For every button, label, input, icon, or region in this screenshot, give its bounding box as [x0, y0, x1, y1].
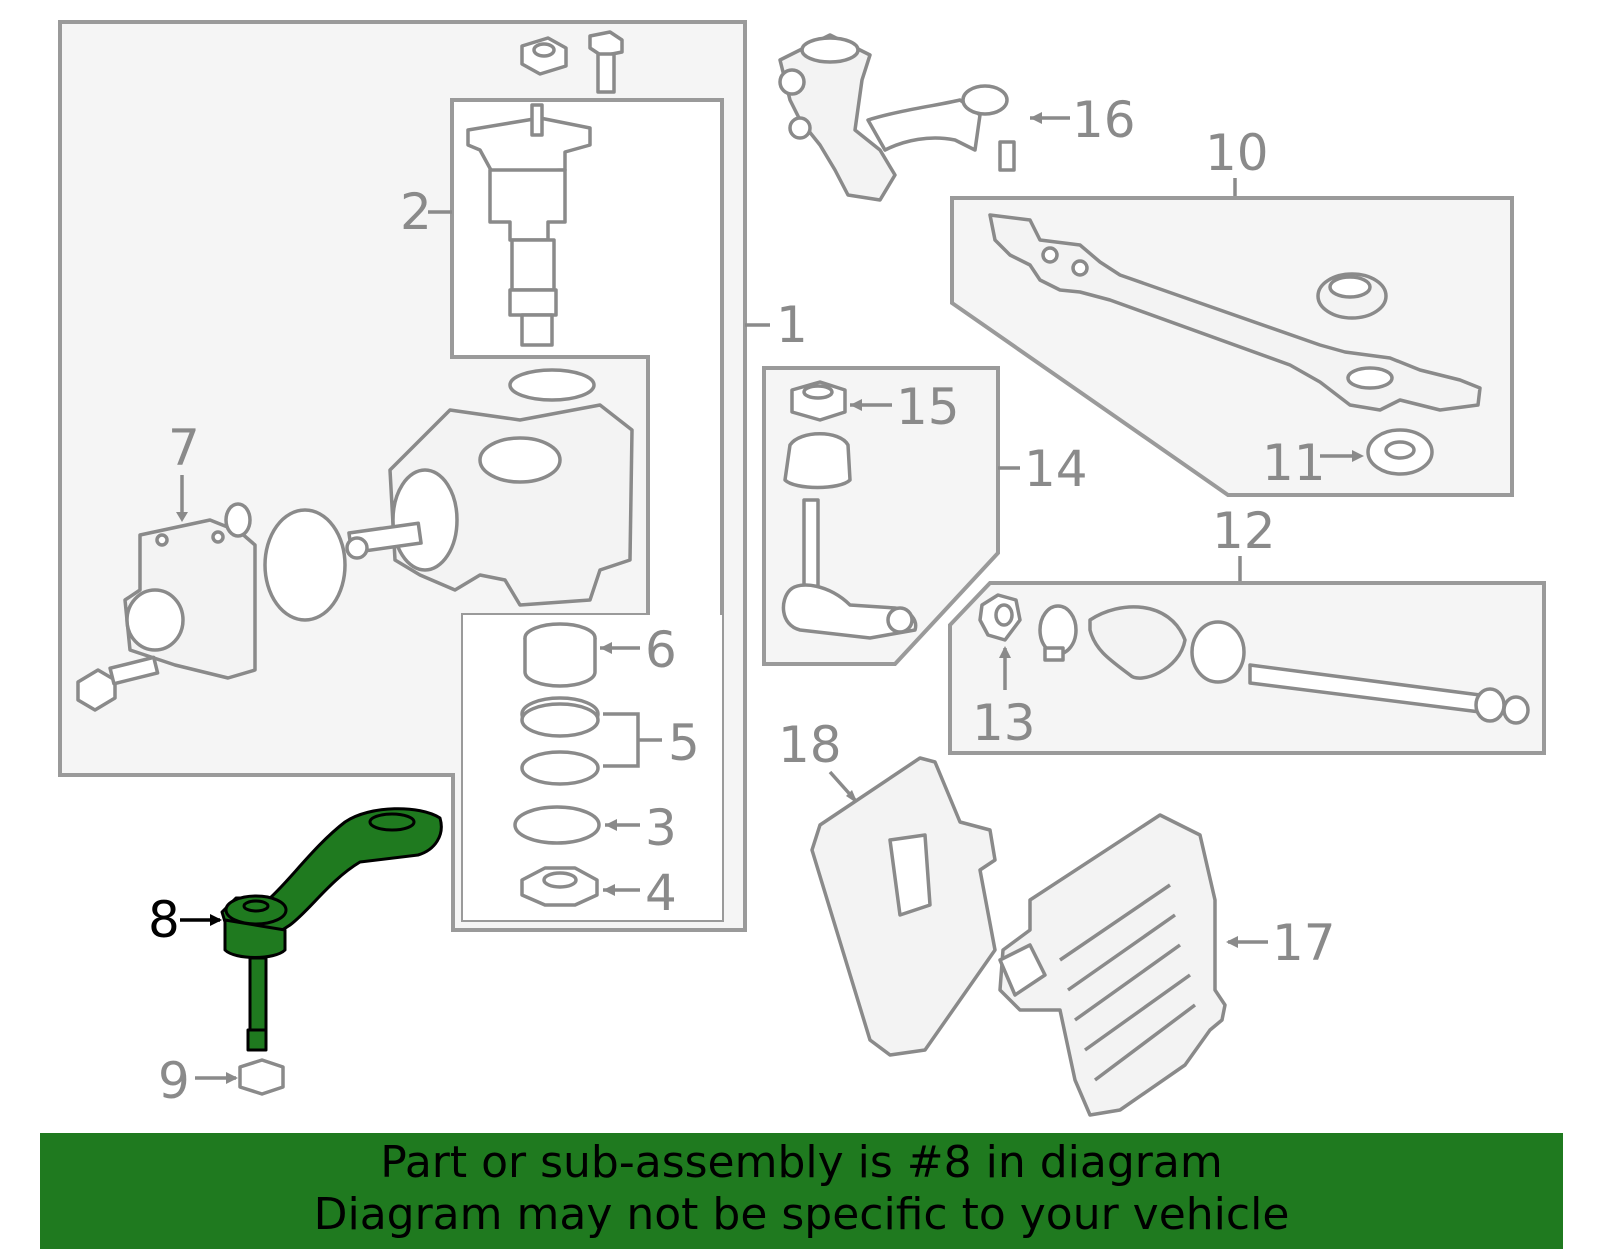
dust-cover [1316, 272, 1388, 320]
part-16-idler-arm [778, 33, 1016, 202]
cover-gasket [263, 508, 347, 622]
part-15-nut [790, 380, 847, 422]
callout-5: 5 [668, 714, 700, 772]
callout-13: 13 [972, 694, 1036, 752]
part-17-control-module [998, 813, 1227, 1117]
rack-boot [1088, 605, 1187, 680]
callout-6: 6 [645, 621, 677, 679]
callout-16: 16 [1072, 91, 1136, 149]
small-o-ring [224, 502, 252, 538]
footer-line-1: Part or sub-assembly is #8 in diagram [380, 1137, 1223, 1188]
gear-housing [345, 403, 634, 607]
part-9-nut [238, 1058, 285, 1096]
boot-clamp [1190, 620, 1246, 684]
o-ring [508, 368, 596, 402]
callout-4: 4 [645, 864, 677, 922]
assembly-12-box [948, 581, 1546, 755]
tie-rod-end-outer [781, 498, 918, 640]
part-6-bearing [523, 622, 597, 688]
part-5-seals [520, 696, 600, 786]
callout-11: 11 [1262, 434, 1326, 492]
callout-17: 17 [1272, 914, 1336, 972]
callout-1: 1 [776, 296, 808, 354]
callout-12: 12 [1212, 502, 1276, 560]
callout-18: 18 [778, 716, 842, 774]
callout-10: 10 [1205, 124, 1269, 182]
part-7-side-cover [123, 518, 257, 680]
callout-9: 9 [158, 1052, 190, 1110]
footer-banner: Part or sub-assembly is #8 in diagram Di… [40, 1133, 1563, 1249]
cover-bolt [76, 655, 160, 712]
part-3-washer [513, 805, 601, 845]
part-11-washer [1366, 428, 1434, 476]
part-2-input-shaft [466, 103, 592, 347]
clamp [1038, 604, 1078, 662]
callout-3: 3 [645, 799, 677, 857]
boot [783, 432, 852, 490]
inner-tie-rod [1248, 663, 1530, 725]
part-4-nut [520, 866, 599, 907]
callout-14: 14 [1024, 440, 1088, 498]
callout-8: 8 [148, 891, 180, 949]
callout-7: 7 [168, 419, 200, 477]
relay-rod [988, 213, 1482, 412]
callout-15: 15 [896, 378, 960, 436]
nut-bolt-top [520, 30, 624, 94]
footer-line-2: Diagram may not be specific to your vehi… [313, 1189, 1290, 1240]
callout-2: 2 [400, 183, 432, 241]
part-13-nut [978, 593, 1022, 642]
part-8-pitman-arm-highlighted[interactable] [220, 807, 443, 1052]
